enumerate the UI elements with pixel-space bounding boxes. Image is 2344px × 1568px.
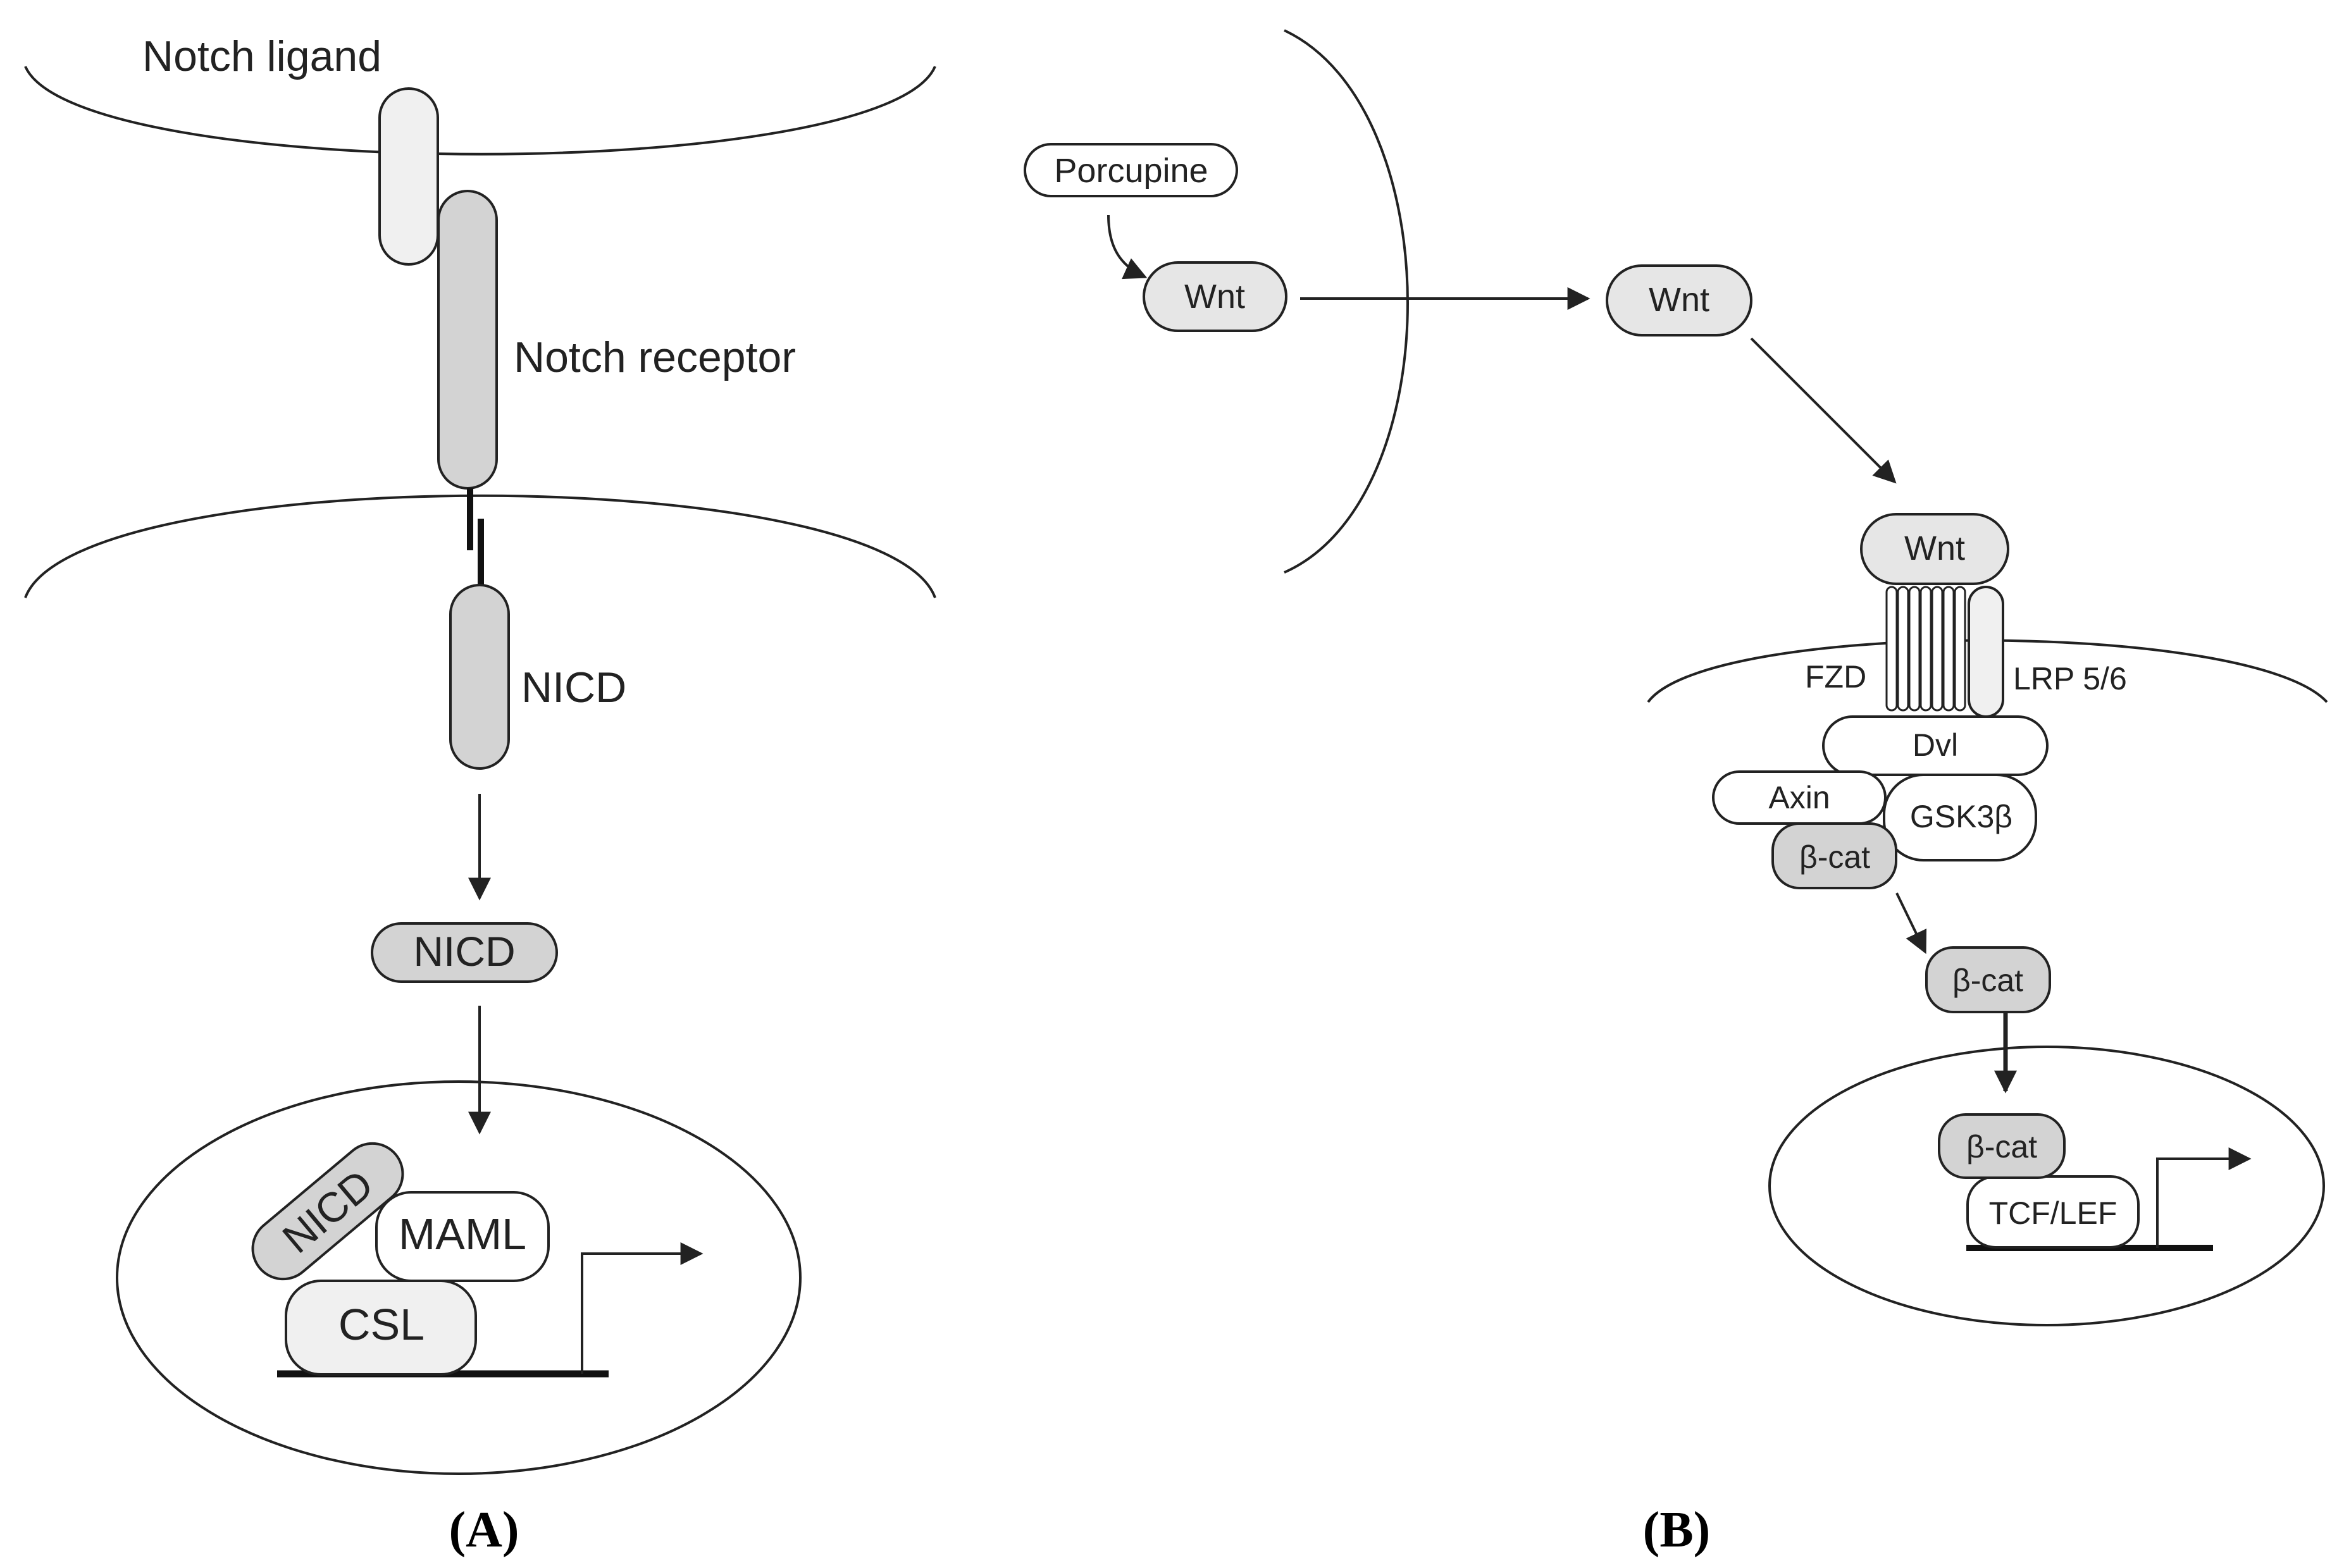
notch-ligand-label: Notch ligand: [142, 32, 381, 80]
bcat-complex-shape: [1771, 822, 1897, 889]
nucleus-b: [1768, 1046, 2325, 1326]
receiving-cell-membrane: [24, 494, 936, 598]
notch-ligand-shape: [378, 87, 439, 266]
maml-shape: [375, 1191, 550, 1282]
arrow-bcat-release: [1895, 892, 1927, 954]
dvl-label: Dvl: [1913, 727, 1958, 763]
gsk3b-shape: [1883, 774, 2037, 861]
notch-receptor-label: Notch receptor: [514, 333, 796, 381]
sending-cell-membrane: [24, 66, 936, 156]
axin-label: Axin: [1768, 780, 1830, 815]
nicd-membrane-label: NICD: [521, 664, 626, 712]
transcription-arrow-b: [2156, 1147, 2252, 1248]
tcf-lef-shape: [1966, 1175, 2140, 1249]
nicd-cytoplasm-shape: [371, 922, 558, 983]
arrow-porcupine-to-wnt: [1107, 214, 1148, 280]
csl-shape: [285, 1280, 477, 1376]
wnt-bound-shape: [1860, 513, 2009, 585]
producing-cell-membrane: [1284, 29, 1409, 574]
gsk3b-label: GSK3β: [1910, 799, 2012, 834]
lrp-receptor-shape: [1968, 586, 2004, 718]
csl-label: CSL: [338, 1300, 425, 1349]
panel-a-notch: Notch ligand Notch receptor NICD NICD CS…: [24, 32, 936, 1558]
bcat-nucleus-label: β-cat: [1966, 1129, 2037, 1164]
porcupine-label: Porcupine: [1054, 152, 1208, 190]
fzd-receptor-shape: [1885, 586, 1966, 712]
panel-a-caption: (A): [449, 1502, 519, 1558]
bcat-cytoplasm-label: β-cat: [1952, 963, 2023, 998]
nicd-cytoplasm-label: NICD: [413, 928, 515, 975]
bcat-nucleus-shape: [1938, 1113, 2066, 1179]
notch-receptor-shape: [437, 190, 498, 490]
nucleus-a: [116, 1080, 802, 1475]
wnt-secreted-label: Wnt: [1649, 281, 1709, 319]
bcat-complex-label: β-cat: [1799, 839, 1870, 875]
tcf-lef-label: TCF/LEF: [1989, 1195, 2118, 1231]
nicd-nucleus-shape: [251, 1142, 404, 1281]
fzd-label: FZD: [1805, 659, 1866, 694]
wnt-producing-shape: [1143, 261, 1287, 332]
panel-b-wnt: Porcupine Wnt Wnt Wnt FZD L: [1024, 29, 2328, 1558]
porcupine-shape: [1024, 143, 1238, 197]
wnt-producing-label: Wnt: [1184, 278, 1245, 316]
wnt-bound-label: Wnt: [1904, 529, 1965, 567]
lrp-label: LRP 5/6: [2013, 661, 2127, 696]
transcription-arrow-a: [581, 1242, 704, 1374]
bcat-cytoplasm-shape: [1925, 946, 2051, 1013]
panel-b-caption: (B): [1643, 1502, 1711, 1558]
wnt-secreted-shape: [1606, 264, 1752, 336]
maml-label: MAML: [399, 1209, 526, 1259]
arrow-wnt-to-receptor: [1750, 337, 1897, 484]
receptor-transmembrane-linker: [467, 488, 484, 585]
nicd-membrane-shape: [449, 584, 510, 770]
